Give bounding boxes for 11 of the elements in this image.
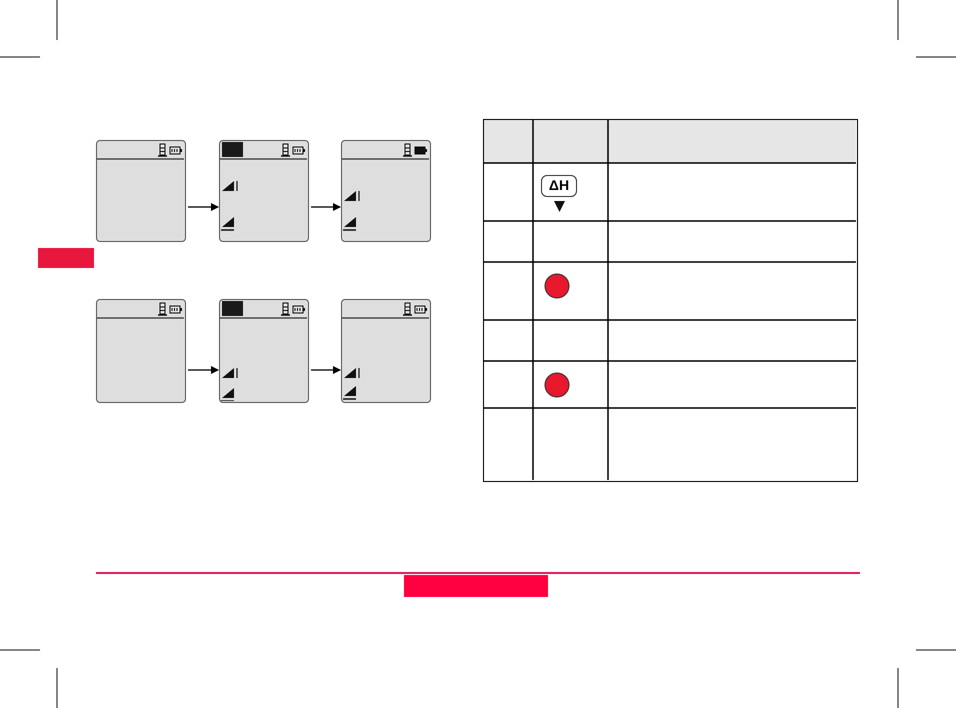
key-button: ΔH bbox=[541, 175, 577, 197]
display-screen bbox=[96, 140, 186, 242]
arrow bbox=[188, 203, 219, 211]
arrow bbox=[311, 366, 341, 374]
display-screen bbox=[341, 140, 431, 242]
display-screen bbox=[96, 299, 186, 403]
display-screen bbox=[341, 299, 431, 403]
display-screen bbox=[219, 299, 309, 403]
display-screen bbox=[219, 140, 309, 242]
arrow bbox=[188, 366, 219, 374]
arrow bbox=[311, 203, 341, 211]
